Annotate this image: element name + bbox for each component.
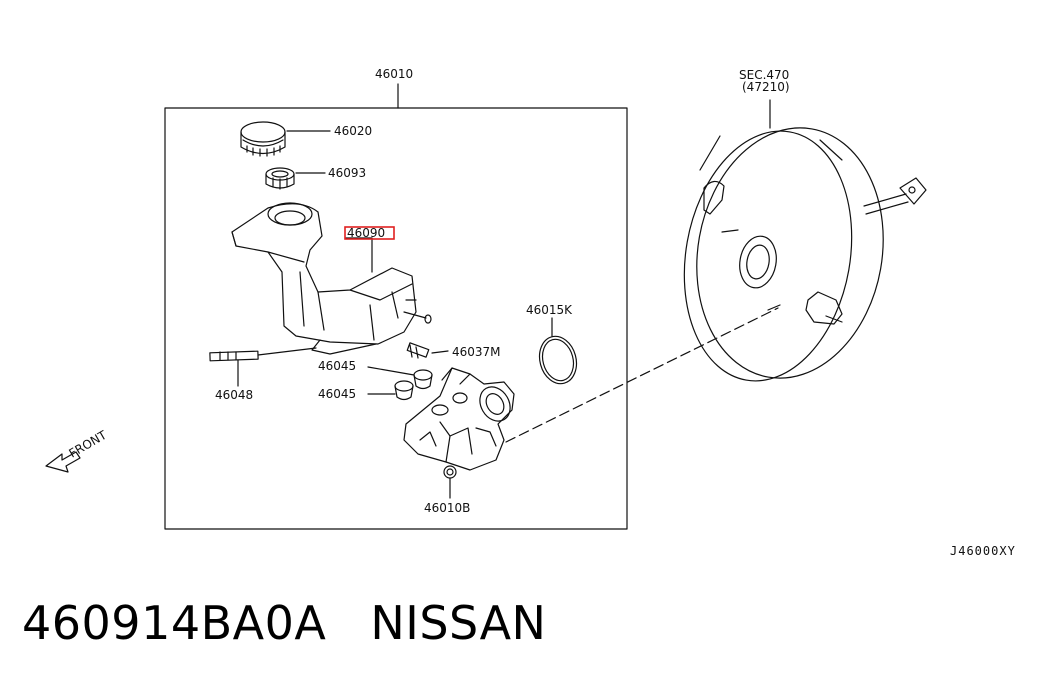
assembly-frame — [164, 107, 628, 530]
label-pin: 46048 — [215, 388, 253, 402]
label-booster-section: SEC.470 — [739, 68, 789, 82]
diagram-code: J46000XY — [950, 544, 1016, 558]
label-grommet-2: 46045 — [318, 387, 356, 401]
caption-part-number: 460914BA0A — [22, 596, 327, 650]
grommet-part — [367, 366, 433, 401]
label-booster-part: (47210) — [742, 80, 790, 94]
connector-part — [406, 342, 449, 359]
label-front: FRONT — [67, 428, 110, 461]
label-grommet-1: 46045 — [318, 359, 356, 373]
caption-brand: NISSAN — [370, 596, 547, 650]
label-reservoir: 46090 — [347, 226, 385, 240]
cap-seal-part — [265, 167, 326, 190]
label-connector: 46037M — [452, 345, 501, 359]
label-reservoir-cap: 46020 — [334, 124, 372, 138]
o-ring-part — [538, 317, 578, 385]
label-assembly: 46010 — [375, 67, 413, 81]
reservoir-cap-part — [240, 121, 331, 157]
master-cylinder-part — [403, 367, 515, 499]
front-arrow-icon — [45, 451, 81, 473]
highlight-box — [344, 226, 395, 240]
pin-part — [209, 347, 317, 387]
alignment-line — [505, 307, 779, 443]
label-o-ring: 46015K — [526, 303, 573, 317]
label-cap-seal: 46093 — [328, 166, 366, 180]
reservoir-part — [231, 202, 432, 355]
brake-booster-part — [683, 99, 927, 382]
label-nut: 46010B — [424, 501, 470, 515]
part-caption: 460914BA0A NISSAN — [22, 596, 546, 650]
